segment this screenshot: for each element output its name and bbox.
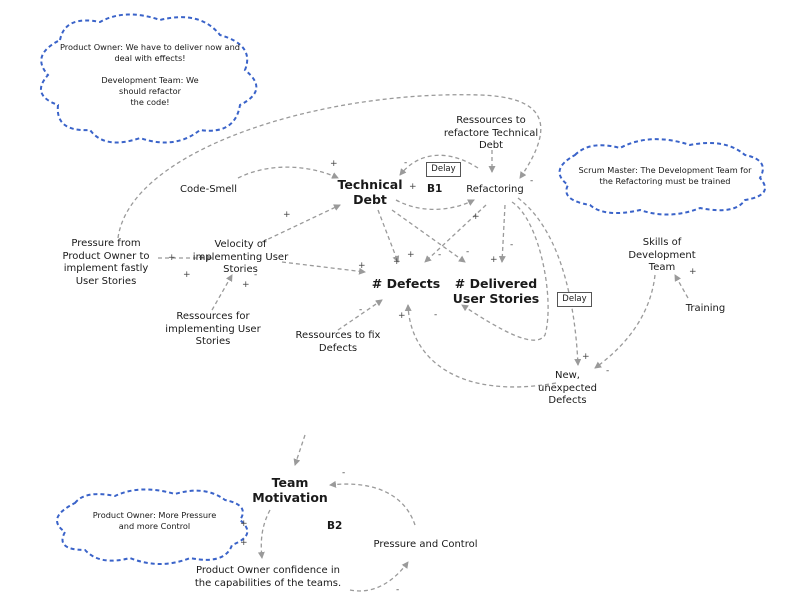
- link-skills-to-new-defects: [594, 274, 656, 369]
- polarity-sign: +: [393, 257, 401, 267]
- cloud-top-left: [39, 13, 258, 144]
- node-po-confidence: Product Owner confidence in the capabili…: [194, 565, 342, 589]
- link-po-confidence-to-pressure-control: [349, 561, 409, 592]
- cloud-scrum-master-text: Scrum Master: The Development Team for t…: [578, 165, 752, 186]
- node-resources-fix: Ressources to fix Defects: [295, 330, 381, 354]
- node-resources-implement: Ressources for implementing User Stories: [165, 311, 261, 347]
- polarity-sign: +: [582, 352, 590, 362]
- delay-box-right: Delay: [557, 292, 592, 307]
- link-pressure-to-refactoring: [117, 94, 542, 239]
- link-resources-fix-to-defects: [337, 299, 383, 331]
- delay-box-top: Delay: [426, 162, 461, 177]
- polarity-sign: +: [409, 182, 417, 192]
- link-technical-debt-to-defects: [377, 209, 400, 263]
- node-technical-debt: Technical Debt: [337, 177, 403, 207]
- polarity-sign: -: [404, 158, 408, 168]
- link-pressure-control-to-team-motivation: [329, 480, 416, 526]
- node-training: Training: [685, 303, 726, 314]
- node-defects: # Defects: [371, 276, 441, 291]
- cloud-bottom-left-text: Product Owner: More Pressure and more Co…: [92, 510, 217, 531]
- polarity-sign: +: [198, 253, 206, 263]
- link-resources-implement-to-velocity: [211, 274, 233, 311]
- polarity-sign: -: [359, 305, 363, 315]
- polarity-sign: +: [490, 255, 498, 265]
- polarity-sign: +: [240, 519, 248, 529]
- polarity-sign: +: [689, 267, 697, 277]
- link-refactoring-to-delivered: [498, 204, 506, 263]
- polarity-sign: -: [396, 585, 400, 595]
- polarity-sign: +: [183, 270, 191, 280]
- polarity-sign: +: [242, 280, 250, 290]
- link-training-to-skills: [674, 274, 689, 299]
- polarity-sign: -: [606, 366, 610, 376]
- loop-b1: B1: [427, 183, 443, 195]
- link-refactoring-to-delivered-curve: [461, 201, 549, 341]
- cloud-top-left-text: Product Owner: We have to deliver now an…: [60, 42, 240, 107]
- cloud-bottom-left: [56, 488, 249, 565]
- polarity-sign: +: [358, 261, 366, 271]
- polarity-sign: +: [283, 210, 291, 220]
- polarity-sign: +: [472, 212, 480, 222]
- loop-b2: B2: [327, 520, 343, 532]
- link-technical-debt-to-delivered: [391, 209, 466, 263]
- polarity-sign: -: [510, 240, 514, 250]
- link-refactoring-to-new-defects: [517, 197, 582, 366]
- polarity-sign: -: [438, 250, 442, 260]
- link-new-defects-to-defects: [404, 304, 557, 388]
- node-resources-refactor: Ressources to refactore Technical Debt: [443, 115, 539, 151]
- polarity-sign: +: [240, 538, 248, 548]
- link-technical-debt-to-refactoring: [395, 199, 475, 211]
- polarity-sign: -: [530, 176, 534, 186]
- node-pressure-control: Pressure and Control: [373, 539, 478, 550]
- polarity-sign: -: [434, 310, 438, 320]
- polarity-sign: -: [254, 270, 258, 280]
- node-skills: Skills of Development Team: [628, 237, 696, 273]
- polarity-sign: +: [330, 159, 338, 169]
- polarity-sign: +: [407, 250, 415, 260]
- link-velocity-to-defects: [281, 261, 366, 275]
- polarity-sign: -: [342, 468, 346, 478]
- link-refactoring-to-technical-debt: [399, 154, 479, 176]
- polarity-sign: +: [398, 311, 406, 321]
- cloud-scrum-master: [558, 138, 766, 216]
- node-refactoring: Refactoring: [466, 184, 524, 195]
- link-team-motivation-to-po-confidence: [257, 509, 271, 559]
- link-velocity-to-technical-debt: [261, 204, 341, 243]
- polarity-sign: +: [168, 253, 176, 263]
- node-delivered-user-stories: # Delivered User Stories: [452, 276, 540, 306]
- link-code-smell-to-technical-debt: [237, 166, 339, 179]
- polarity-sign: -: [466, 247, 470, 257]
- node-new-defects: New, unexpected Defects: [538, 370, 597, 406]
- node-team-motivation: Team Motivation: [252, 475, 328, 505]
- node-code-smell: Code-Smell: [179, 184, 237, 195]
- node-velocity: Velocity of implementing User Stories: [192, 239, 289, 275]
- node-pressure-po: Pressure from Product Owner to implement…: [62, 238, 150, 287]
- link-defects-to-team-motivation: [293, 434, 306, 466]
